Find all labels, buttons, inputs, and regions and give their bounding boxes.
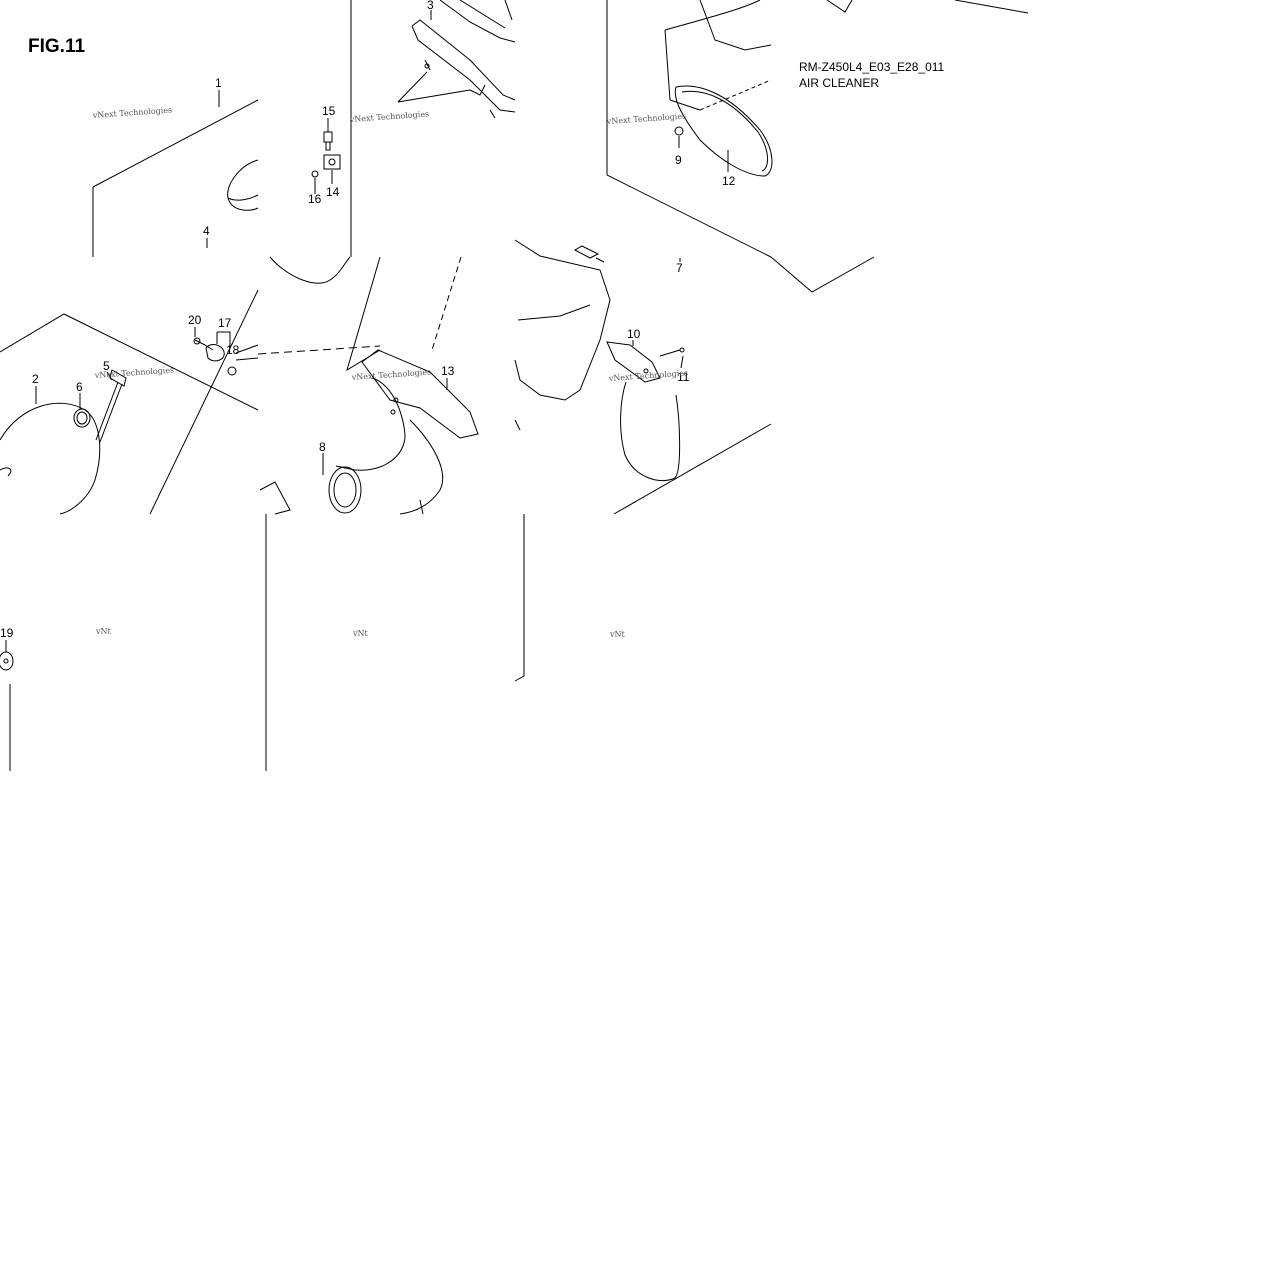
callout-10: 10 bbox=[627, 327, 641, 341]
watermark-fragment: vNt bbox=[95, 627, 112, 636]
intake-boot bbox=[257, 256, 479, 515]
item-9-fitting bbox=[674, 126, 684, 136]
callout-19: 19 bbox=[0, 626, 14, 640]
callout-labels: 1 2 3 4 5 6 7 8 9 10 11 12 13 14 15 16 1… bbox=[0, 0, 736, 640]
bracket-assembly bbox=[606, 341, 685, 482]
fasteners-top bbox=[311, 63, 471, 178]
figure-title: FIG.11 bbox=[28, 36, 86, 57]
callout-1: 1 bbox=[215, 76, 222, 90]
callout-18: 18 bbox=[226, 343, 240, 357]
callout-12: 12 bbox=[722, 174, 736, 188]
callout-6: 6 bbox=[76, 380, 83, 394]
section-name: AIR CLEANER bbox=[799, 76, 880, 90]
callout-20: 20 bbox=[188, 313, 202, 327]
callout-7: 7 bbox=[676, 261, 683, 275]
callout-5: 5 bbox=[103, 359, 110, 373]
callout-9: 9 bbox=[675, 153, 682, 167]
callout-11: 11 bbox=[677, 370, 690, 384]
callout-13: 13 bbox=[441, 364, 455, 378]
callout-15: 15 bbox=[322, 104, 336, 118]
callout-3: 3 bbox=[427, 0, 434, 12]
callout-2: 2 bbox=[32, 372, 39, 386]
callout-8: 8 bbox=[319, 440, 326, 454]
air-cleaner-case-upper bbox=[664, 0, 853, 177]
callout-17: 17 bbox=[218, 316, 232, 330]
callout-16: 16 bbox=[308, 192, 322, 206]
callout-14: 14 bbox=[326, 185, 340, 199]
outer-cover bbox=[411, 0, 516, 119]
callout-4: 4 bbox=[203, 224, 210, 238]
tile-frames bbox=[0, 0, 1029, 771]
watermark: vNext Technologies bbox=[606, 111, 687, 126]
watermark: vNext Technologies bbox=[92, 105, 173, 120]
leader-lines bbox=[5, 10, 729, 652]
model-code: RM-Z450L4_E03_E28_011 bbox=[799, 60, 945, 74]
filter-cage-assembly bbox=[0, 289, 259, 515]
watermark-fragment: vNt bbox=[609, 630, 626, 639]
grommet-19 bbox=[0, 651, 14, 671]
watermark-fragment: vNt bbox=[352, 629, 369, 638]
filter-element-top bbox=[227, 159, 351, 284]
air-cleaner-case-lower bbox=[514, 239, 611, 431]
watermark: vNext Technologies bbox=[351, 367, 432, 382]
watermark: vNext Technologies bbox=[349, 109, 430, 124]
